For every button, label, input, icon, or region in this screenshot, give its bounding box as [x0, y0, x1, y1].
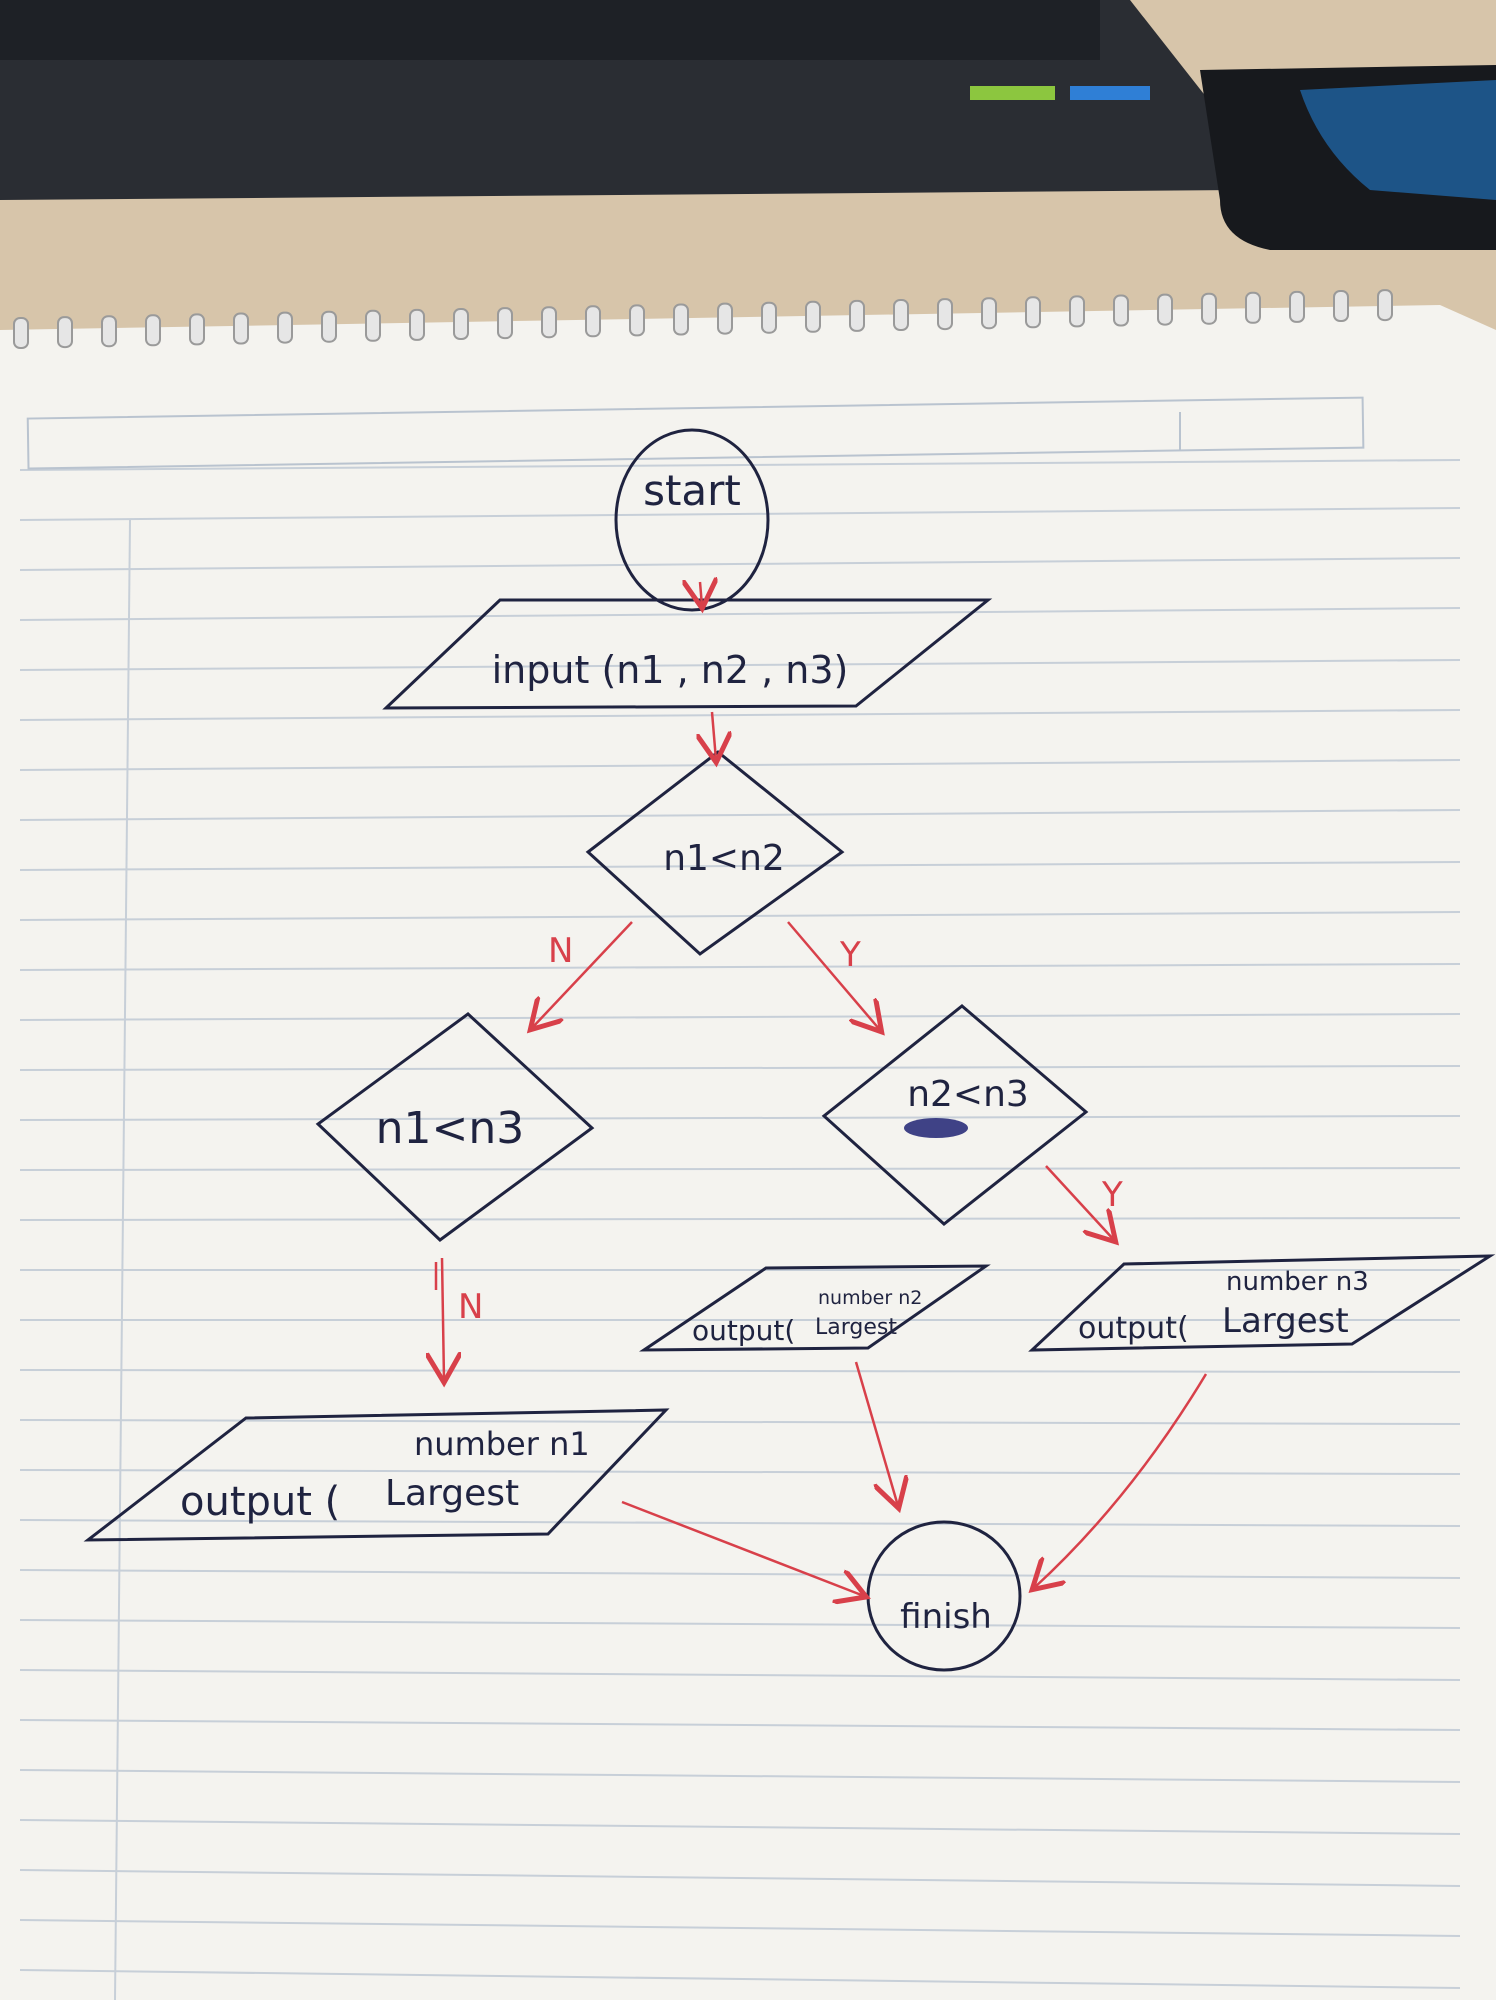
spiral-ring — [585, 305, 601, 338]
output-n2-prefix: output( — [692, 1314, 795, 1347]
spiral-ring — [1377, 289, 1393, 322]
spiral-ring — [1113, 294, 1129, 327]
spiral-ring — [893, 299, 909, 331]
spiral-ring — [145, 314, 161, 347]
decision-n1-lt-n2 — [585, 750, 845, 956]
laptop-sticker-blue — [1070, 86, 1150, 100]
spiral-ring — [629, 304, 645, 337]
branch-label-yes-3: Y — [1101, 1175, 1123, 1215]
spiral-ring — [233, 312, 249, 345]
decision-n1-lt-n3-label: n1<n3 — [376, 1103, 525, 1154]
arrow-decision2-no — [442, 1257, 444, 1380]
laptop-sticker-green — [970, 86, 1055, 100]
spiral-ring — [189, 313, 205, 346]
decision-n1-lt-n2-label: n1<n2 — [663, 838, 785, 879]
spiral-ring — [541, 306, 557, 339]
arrow-input-to-decision1 — [712, 711, 716, 760]
spiral-ring — [13, 317, 29, 349]
arrow-output2-to-finish — [854, 1361, 898, 1506]
branch-label-yes-1: Y — [839, 935, 861, 975]
decision-n1-lt-n3 — [315, 1012, 595, 1242]
spiral-ring — [1245, 291, 1261, 324]
header-box — [26, 396, 1365, 470]
output-n3-line1: number n3 — [1226, 1267, 1369, 1297]
spiral-ring — [937, 298, 953, 331]
input-parallelogram — [382, 598, 993, 710]
spiral-ring — [57, 316, 73, 349]
spiral-ring — [717, 302, 733, 335]
margin-line — [114, 519, 131, 2000]
output-n1-prefix: output ( — [180, 1479, 340, 1525]
arrow-start-to-input — [700, 582, 702, 606]
spiral-ring — [453, 308, 469, 340]
start-label: start — [643, 466, 741, 515]
arrow-output1-to-finish — [621, 1500, 864, 1596]
spiral-ring — [849, 299, 865, 332]
spiral-ring — [761, 301, 777, 334]
output-n1-line2: Largest — [385, 1473, 519, 1514]
spiral-ring — [1333, 290, 1349, 322]
spiral-ring — [365, 309, 381, 342]
spiral-ring — [673, 303, 689, 336]
spiral-ring — [1201, 292, 1217, 325]
branch-label-no-2: N — [458, 1287, 483, 1327]
arrow-decision3-yes — [1045, 1165, 1114, 1240]
branch-label-no-1: N — [548, 931, 573, 971]
mousepad-artwork — [1300, 80, 1496, 200]
finish-label: finish — [900, 1597, 992, 1637]
spiral-ring — [1157, 293, 1173, 326]
output-n3-line2: Largest — [1222, 1301, 1349, 1341]
spiral-ring — [409, 308, 425, 341]
arrow-decision1-no — [532, 921, 633, 1028]
spiral-ring — [321, 310, 337, 343]
spiral-ring — [1025, 296, 1041, 329]
spiral-ring — [981, 297, 997, 330]
spiral-ring — [497, 307, 513, 340]
arrow-decision1-yes — [787, 921, 880, 1030]
output-n2-line2: Largest — [815, 1315, 897, 1340]
output-n2-line1: number n2 — [818, 1287, 922, 1309]
output-n2-parallelogram — [639, 1264, 991, 1352]
spiral-ring — [101, 315, 117, 348]
spiral-ring — [1289, 290, 1305, 323]
output-n3-parallelogram — [1028, 1254, 1496, 1352]
input-label: input (n1 , n2 , n3) — [492, 648, 849, 692]
spiral-ring — [1069, 295, 1085, 328]
flow-arrows — [436, 582, 1208, 1596]
output-n3-prefix: output( — [1078, 1311, 1189, 1346]
laptop-keyboard-area — [0, 0, 1100, 60]
ruled-lines — [19, 459, 1461, 1989]
output-n1-parallelogram — [83, 1408, 670, 1542]
scribble-mark — [904, 1118, 968, 1138]
arrow-output3-to-finish — [1034, 1373, 1208, 1588]
output-n1-line1: number n1 — [414, 1425, 590, 1463]
spiral-ring — [277, 311, 293, 344]
decision-n2-lt-n3-label: n2<n3 — [907, 1074, 1029, 1115]
spiral-binding — [13, 289, 1393, 349]
decision-n2-lt-n3 — [821, 1004, 1089, 1226]
spiral-ring — [805, 300, 821, 333]
